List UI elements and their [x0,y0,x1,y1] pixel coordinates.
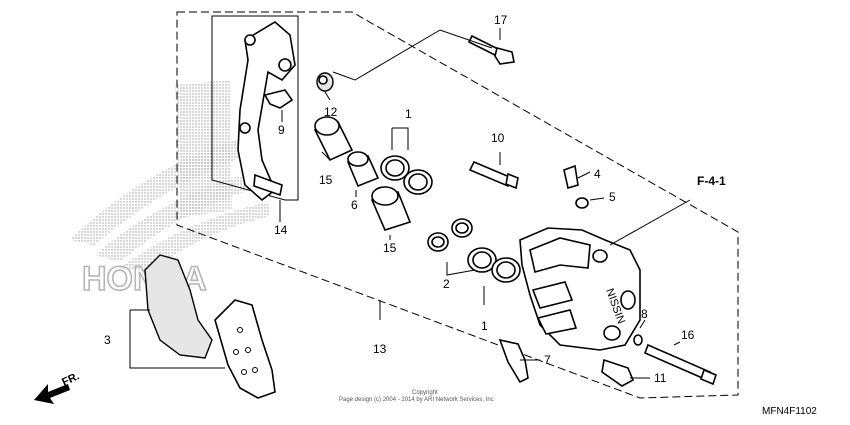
pad-spring [498,338,529,384]
forward-label: FR. [60,370,81,388]
callout-16: 16 [681,328,695,342]
callout-12: 12 [324,105,338,119]
callout-13: 13 [373,342,387,356]
callout-5: 5 [609,190,616,204]
callout-17: 17 [494,13,508,27]
reference-link-f-4-1[interactable]: F-4-1 [697,174,726,188]
bolt-17 [467,34,515,65]
pin-16 [643,343,717,386]
caliper-bracket [237,21,296,202]
pin-bolt-10 [468,160,519,190]
callout-11: 11 [654,371,667,385]
callout-6: 6 [351,198,358,212]
piston-lower [370,186,412,231]
washer-8 [633,334,643,346]
plug-11 [601,358,635,387]
leader-lines [129,29,691,379]
callout-3: 3 [104,333,111,347]
callout-1-upper: 1 [405,107,412,121]
callout-9: 9 [278,123,285,137]
pad-retainer-clip [263,89,294,109]
copyright-line-1: Copyright [412,390,438,396]
piston-small [346,151,380,188]
bleeder-cap [575,197,589,209]
boot-part [316,72,334,92]
brake-pad-rear [144,254,213,359]
seal-set-middle [427,218,473,252]
callout-2: 2 [443,277,450,291]
honda-wing-watermark: HONDA [70,80,270,299]
callout-numbers: 1 1 2 3 4 5 6 7 8 9 10 11 12 13 14 15 15… [104,13,695,385]
forward-arrow: FR. [34,370,81,404]
brake-pad-front [214,299,276,399]
bleeder-valve [563,164,579,190]
callout-15-lower: 15 [383,241,397,255]
callout-1-lower: 1 [481,319,488,333]
figure-code: MFN4F1102 [762,406,817,417]
copyright-line-2: Page design (c) 2004 - 2014 by ARI Netwo… [339,397,494,403]
caliper-body: NISSIN [519,227,641,351]
callout-4: 4 [594,167,601,181]
assembly-dashed-outline [176,11,739,399]
callout-10: 10 [491,131,505,145]
seal-set-lower [467,247,521,283]
callout-8: 8 [641,307,648,321]
callout-7: 7 [544,353,551,367]
piston-upper [313,116,354,162]
callout-14: 14 [274,223,288,237]
seal-set-upper [380,155,433,195]
callout-15-upper: 15 [319,173,333,187]
